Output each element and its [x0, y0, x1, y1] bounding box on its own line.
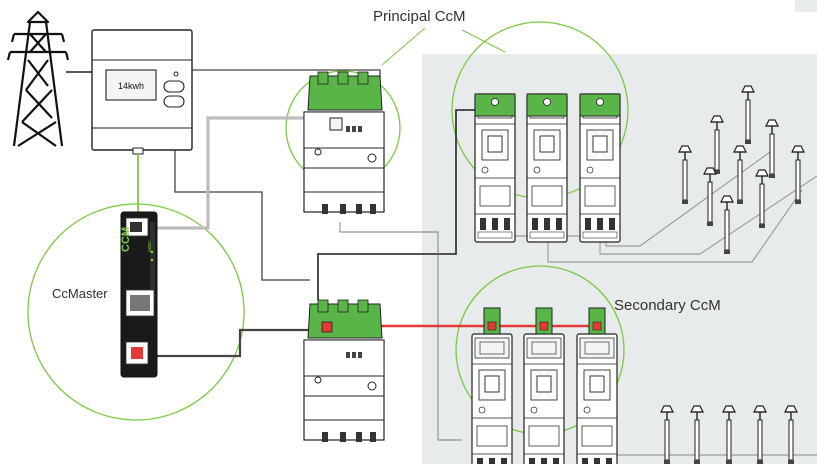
principal-ccm-label: Principal CcM	[373, 8, 466, 25]
ccmaster-device	[120, 211, 158, 378]
ccmaster-label: CcMaster	[52, 286, 108, 301]
energy-meter-icon	[91, 29, 193, 155]
feeder-wire	[339, 222, 462, 441]
secondary-breaker-row	[471, 307, 618, 464]
ccmaster-to-principal-cable	[150, 116, 330, 230]
ccmaster-brand-suffix: aster	[147, 241, 153, 252]
principal-callout-line-right	[461, 29, 506, 53]
secondary-ccm-breaker	[303, 299, 385, 442]
ccmaster-highlight-circle	[27, 203, 245, 421]
meter-to-principal-wire	[192, 69, 381, 78]
meter-reading: 14kwh	[118, 81, 144, 91]
principal-callout-line-left	[381, 27, 426, 66]
principal-ccm-breaker	[303, 71, 385, 214]
ccmaster-brand: CCM	[120, 227, 132, 252]
principal-breaker-row	[474, 93, 621, 243]
ccmaster-to-secondary-cable	[150, 328, 318, 358]
meter-to-secondary-wire	[174, 150, 310, 281]
corner-tab	[795, 0, 817, 12]
secondary-ccm-label: Secondary CcM	[614, 297, 721, 314]
transmission-tower-icon	[6, 10, 70, 147]
principal-bus-wire	[317, 109, 475, 300]
